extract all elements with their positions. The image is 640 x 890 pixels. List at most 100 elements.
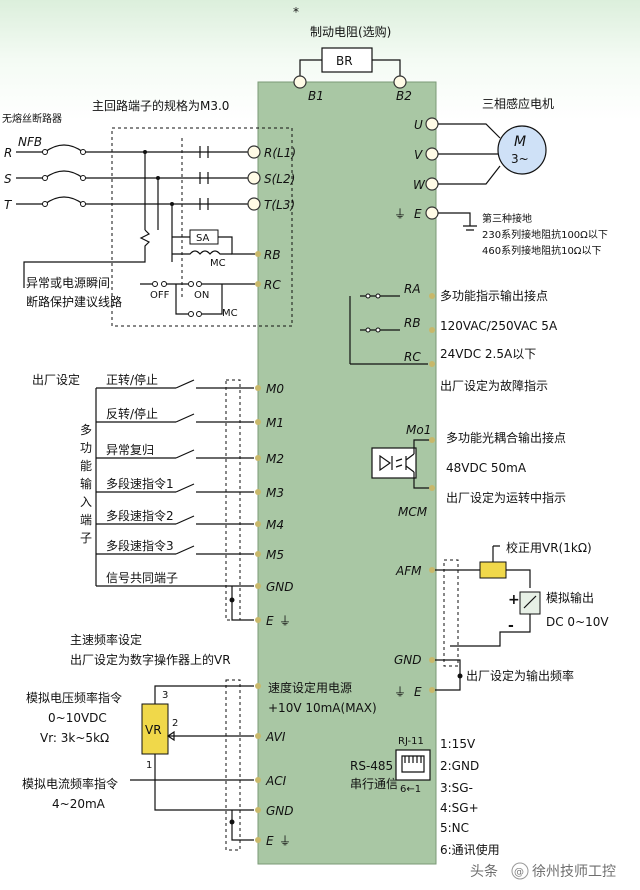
terminal-w-label: W <box>413 178 426 192</box>
terminal-rc-label: RC <box>264 278 281 292</box>
svg-text:入: 入 <box>80 495 92 509</box>
relay-line-1: 多功能指示输出接点 <box>440 288 548 303</box>
terminal-mo1-label: Mo1 <box>406 423 431 437</box>
input-item-4: 多段速指令2 <box>106 508 174 523</box>
terminal-e-label: E <box>414 207 422 221</box>
mc-aux-label: MC <box>222 308 238 319</box>
freq-title-2: 出厂设定为数字操作器上的VR <box>70 652 231 667</box>
terminal-m2-label: M2 <box>266 452 284 466</box>
rs485-pin-4: 4:SG+ <box>440 801 479 815</box>
terminal-e-freq-label: E <box>266 834 274 848</box>
ground-icon-input: ⏚ <box>279 614 291 628</box>
main-spec-label: 主回路端子的规格为M3.0 <box>92 98 229 113</box>
terminal-aci-label: ACI <box>265 774 287 788</box>
ground-icon-top: ⏚ <box>394 207 406 221</box>
freq-vr <box>141 703 169 755</box>
terminal-mcm-label: MCM <box>398 505 428 519</box>
rs485-pin-3: 3:SG- <box>440 781 473 795</box>
terminal-m0-label: M0 <box>266 382 284 396</box>
freq-vr-label: VR <box>145 723 162 737</box>
b2-terminal <box>393 75 407 89</box>
rs485-pin-2: 2:GND <box>440 759 479 773</box>
i-title-1: 模拟电流频率指令 <box>22 776 118 791</box>
terminal-e-out-label: E <box>414 685 422 699</box>
watermark: 头条 @ 徐州技师工控 <box>470 862 616 880</box>
rs485-pin-5: 5:NC <box>440 821 469 835</box>
afm-factory-label: 出厂设定为输出频率 <box>466 668 574 683</box>
star-mark: * <box>293 5 299 19</box>
inputs-vertical: 多 功 能 输 入 端 子 <box>80 423 92 545</box>
ground-note-1: 第三种接地 <box>482 212 532 225</box>
ground-icon-freq: ⏚ <box>279 834 291 848</box>
terminal-avi-label: AVI <box>265 730 286 744</box>
protect-note-2: 断路保护建议线路 <box>26 294 122 309</box>
opto-line-3: 出厂设定为运转中指示 <box>446 490 566 505</box>
meter-line-1: 模拟输出 <box>546 590 594 605</box>
motor-phase: 3~ <box>511 152 529 166</box>
v-title-2: 0~10VDC <box>48 711 107 725</box>
input-item-5: 多段速指令3 <box>106 538 174 553</box>
br-title: 制动电阻(选购) <box>310 24 391 39</box>
phase-r-label: R <box>4 146 12 160</box>
source-line-1: 速度设定用电源 <box>268 680 352 695</box>
input-item-2: 异常复归 <box>106 443 154 457</box>
rs485-pin-6: 6:通讯使用 <box>440 842 500 857</box>
v-title-1: 模拟电压频率指令 <box>26 690 122 705</box>
rj11-port <box>395 749 431 781</box>
motor-title: 三相感应电机 <box>482 96 554 111</box>
freq-shield <box>225 679 241 851</box>
relay-contacts <box>349 293 435 367</box>
ground-note-2: 230系列接地阻抗100Ω以下 <box>482 228 608 241</box>
terminal-rc2-label: RC <box>404 350 421 364</box>
meter-minus: - <box>508 618 514 634</box>
v-title-3: Vr: 3k~5kΩ <box>40 731 109 745</box>
sa-label: SA <box>196 233 210 244</box>
opto-line-1: 多功能光耦合输出接点 <box>446 430 566 445</box>
protect-note-1: 异常或电源瞬间 <box>26 276 110 290</box>
rs485-pin-1: 1:15V <box>440 737 476 751</box>
main-terminals <box>247 145 261 287</box>
b1-label: B1 <box>308 89 324 103</box>
mc-coil-label: MC <box>210 258 226 269</box>
motor-m: M <box>514 134 526 150</box>
vr-pin2: 2 <box>172 718 178 729</box>
svg-text:能: 能 <box>80 459 92 473</box>
terminal-r-label: R(L1) <box>264 146 296 160</box>
b1-terminal <box>293 75 307 89</box>
input-item-6: 信号共同端子 <box>106 571 178 585</box>
optocoupler-symbol <box>371 437 435 491</box>
freq-terminals <box>255 683 261 843</box>
rj11-label: RJ-11 <box>398 736 424 747</box>
meter-line-2: DC 0~10V <box>546 615 609 629</box>
terminal-e-input-label: E <box>266 614 274 628</box>
svg-text:多: 多 <box>80 423 92 437</box>
terminal-t-label: T(L3) <box>264 198 295 212</box>
ground-icon-out: ⏚ <box>394 685 406 699</box>
opto-line-2: 48VDC 50mA <box>446 461 527 475</box>
nfb-label: NFB <box>18 135 42 149</box>
vr-pin1: 1 <box>146 760 152 771</box>
motor-symbol <box>497 125 547 175</box>
terminal-gnd-freq-label: GND <box>266 804 294 818</box>
terminal-rb-label: RB <box>264 248 281 262</box>
svg-text:端: 端 <box>80 513 92 527</box>
on-label: ON <box>194 290 209 301</box>
terminal-gnd-out-label: GND <box>394 653 422 667</box>
breaker-label: 无熔丝断路器 <box>2 112 62 125</box>
terminal-gnd-label: GND <box>266 580 294 594</box>
svg-text:头条: 头条 <box>470 863 498 880</box>
inputs-factory-label: 出厂设定 <box>32 372 80 387</box>
input-switch-lines <box>96 379 254 587</box>
b2-label: B2 <box>396 89 412 103</box>
freq-title-1: 主速频率设定 <box>70 632 142 647</box>
calibration-label: 校正用VR(1kΩ) <box>506 540 592 555</box>
relay-line-3: 24VDC 2.5A以下 <box>440 347 536 361</box>
motor-terminals <box>425 117 501 231</box>
svg-text:@: @ <box>514 867 524 878</box>
input-item-3: 多段速指令1 <box>106 476 174 491</box>
protection-box <box>111 127 293 327</box>
terminal-m4-label: M4 <box>266 518 284 532</box>
terminal-ra-label: RA <box>404 282 421 296</box>
phase-s-label: S <box>4 172 12 186</box>
